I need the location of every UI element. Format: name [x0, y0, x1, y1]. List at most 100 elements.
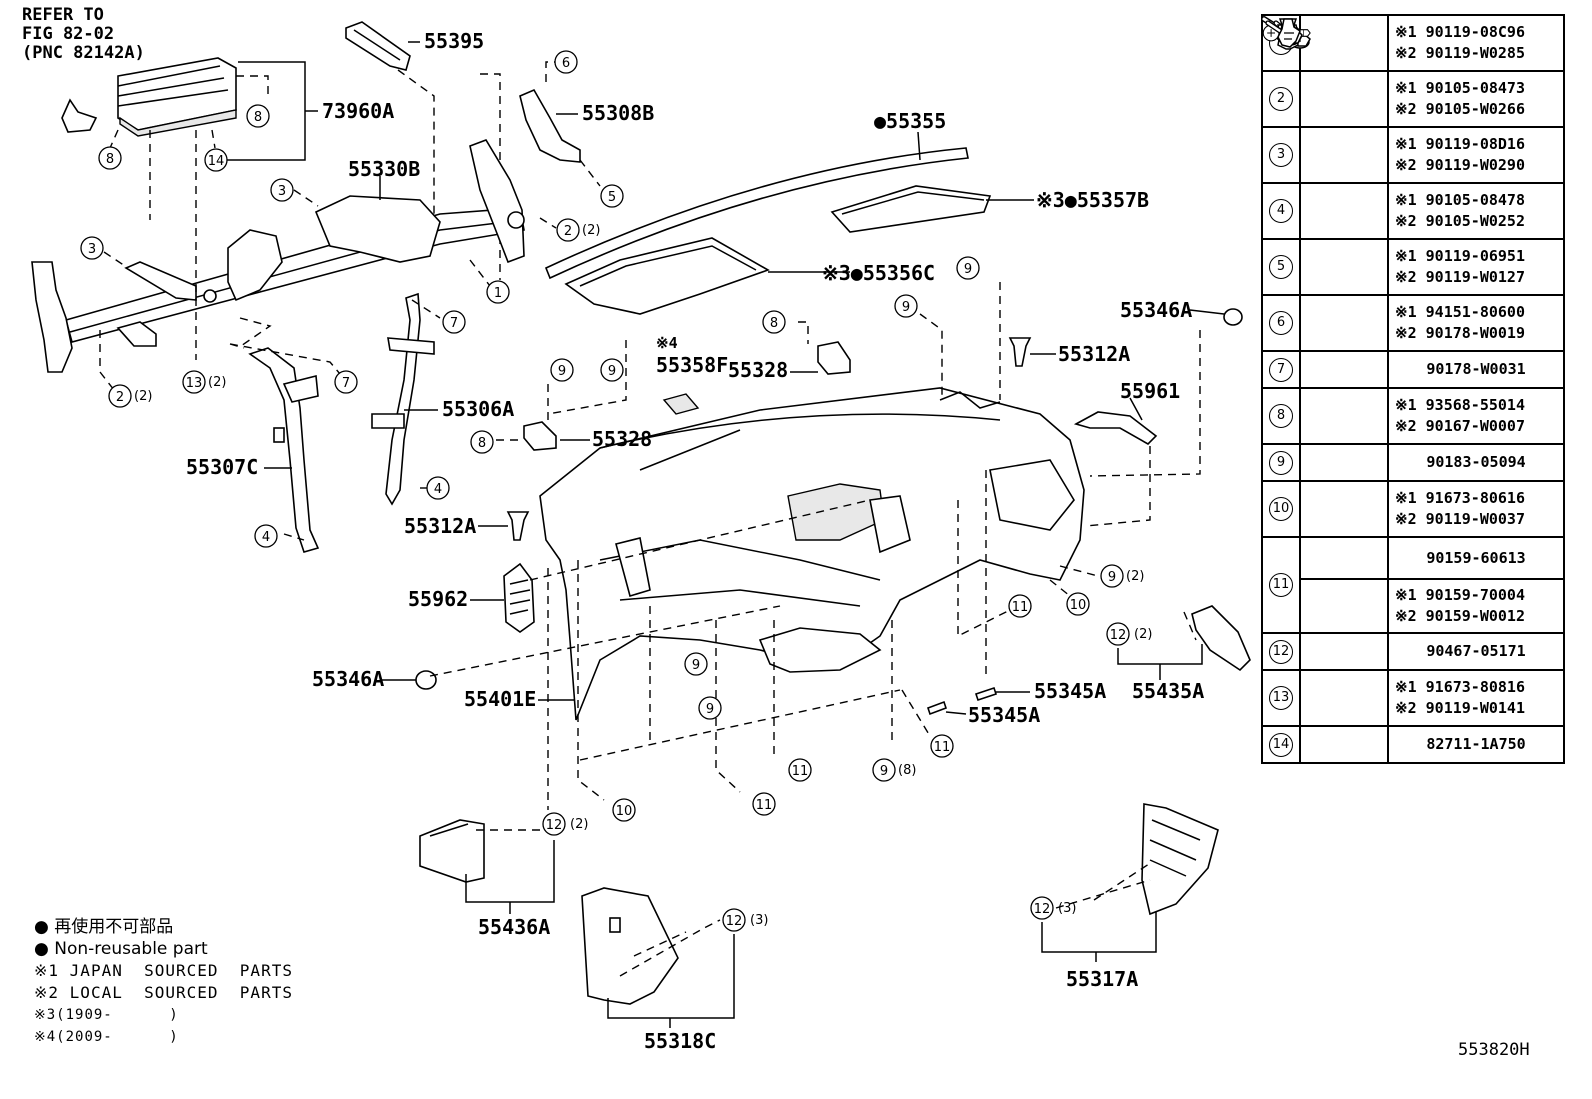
callout-8: 8 [98, 146, 122, 170]
table-row: 5※1 90119-06951※2 90119-W0127 [1261, 20, 1565, 296]
callout-12: 12 [542, 812, 566, 836]
qty-2-f: (2) [570, 817, 588, 832]
svg-text:9: 9 [706, 702, 714, 717]
legend-nonreusable-jp: ● 再使用不可部品 [34, 917, 174, 937]
bracket-55328-lower[interactable] [523, 421, 557, 451]
callout-6: 6 [554, 50, 578, 74]
clip-55312A-left[interactable] [506, 511, 530, 541]
label-55401E: 55401E [464, 687, 536, 711]
side-panel-55436A[interactable] [419, 819, 485, 883]
brace-55307C[interactable] [248, 347, 320, 553]
nut-icon [1275, 22, 1389, 389]
callout-2: 2 [556, 218, 580, 242]
label-55346A-left: 55346A [312, 667, 384, 691]
svg-text:11: 11 [756, 798, 773, 813]
long-bolt-icon [1262, 16, 1389, 128]
ref-line-2: FIG 82-02 [22, 24, 115, 44]
part-code: ※1 90119-08D16※2 90119-W0290 [1387, 126, 1565, 184]
callout-11: 11 [752, 792, 776, 816]
table-row: 6 ※1 94151-80600※2 90178-W0019 [1261, 22, 1565, 352]
clip-55345A-a[interactable] [974, 686, 998, 702]
row-number: 13 [1261, 669, 1301, 727]
part-code: ※1 90105-08478※2 90105-W0252 [1387, 182, 1565, 240]
hole-cover-55346A-left[interactable] [415, 670, 437, 690]
vent-55962[interactable] [503, 562, 535, 633]
instrument-panel-55401E[interactable] [539, 387, 1085, 721]
svg-text:3: 3 [88, 242, 96, 257]
label-55306A: 55306A [442, 397, 514, 421]
label-55312A-right: 55312A [1058, 342, 1130, 366]
bracket-55328-upper[interactable] [817, 341, 851, 375]
svg-text:8: 8 [770, 316, 778, 331]
pad-55357B[interactable] [830, 185, 992, 233]
table-row: 2 ※1 90105-08473※2 90105-W0266 [1261, 16, 1565, 128]
svg-text:6: 6 [562, 56, 570, 71]
duct-55961[interactable] [1073, 411, 1158, 445]
callout-13: 13 [182, 370, 206, 394]
clip-nut-icon [1277, 24, 1389, 482]
brace-55306A[interactable] [371, 292, 435, 506]
side-panel-55435A[interactable] [1191, 605, 1251, 672]
ref-line-3: (PNC 82142A) [22, 43, 145, 63]
part-code: ※1 90159-70004※2 90159-W0012 [1387, 578, 1565, 634]
row-number: 12 [1261, 632, 1301, 671]
svg-text:8: 8 [106, 152, 114, 167]
legend-nonreusable-en: ● Non-reusable part [34, 939, 208, 959]
qty-2-d: (2) [1126, 569, 1144, 584]
callout-11: 11 [930, 734, 954, 758]
upper-pad-55355[interactable] [544, 147, 969, 280]
label-55330B: 55330B [348, 157, 420, 181]
table-row: ※1 90159-70004※2 90159-W0012 [1262, 24, 1565, 634]
svg-text:7: 7 [450, 316, 458, 331]
callout-8: 8 [470, 430, 494, 454]
callout-8: 8 [246, 104, 270, 128]
short-bolt-icon [1273, 20, 1389, 240]
legend-note-1: ※1 JAPAN SOURCED PARTS [34, 961, 293, 980]
svg-text:9: 9 [1108, 570, 1116, 585]
label-55328-upper: 55328 [728, 358, 788, 382]
row-number: 8 [1261, 387, 1301, 445]
airbag-computer-73960A[interactable] [117, 57, 237, 137]
bracket-55395[interactable] [345, 21, 411, 71]
clip-55312A-right[interactable] [1008, 337, 1032, 367]
note-55358F: ※4 [656, 334, 678, 352]
reference-note: REFER TO FIG 82-02 (PNC 82142A) [22, 6, 145, 63]
callout-11: 11 [788, 758, 812, 782]
part-code: ※1 90105-08473※2 90105-W0266 [1387, 70, 1565, 128]
qty-3-b: (3) [1058, 901, 1076, 916]
row-number: 9 [1261, 443, 1301, 482]
callout-11: 11 [1008, 594, 1032, 618]
label-55312A-left: 55312A [404, 514, 476, 538]
connector-bracket [61, 98, 98, 133]
clip-55345A-b[interactable] [926, 700, 948, 716]
flange-bolt-icon [1265, 20, 1389, 538]
callout-4: 4 [426, 476, 450, 500]
flange-bolt-icon [1265, 20, 1389, 184]
callout-3: 3 [80, 236, 104, 260]
part-code: ※1 94151-80600※2 90178-W0019 [1387, 294, 1565, 352]
qty-3-a: (3) [750, 913, 768, 928]
cover-55318C[interactable] [581, 887, 679, 1005]
cover-55317A[interactable] [1141, 803, 1219, 916]
pad-55356C[interactable] [564, 237, 770, 315]
hole-cover-55346A-right[interactable] [1223, 308, 1243, 326]
callout-7: 7 [334, 370, 358, 394]
table-row: 10※1 91673-80616※2 90119-W0037 [1261, 20, 1565, 538]
callout-10: 10 [1066, 592, 1090, 616]
table-row: 3※1 90119-08D16※2 90119-W0290 [1261, 20, 1565, 184]
part-code: ※1 90119-08C96※2 90119-W0285 [1387, 14, 1565, 72]
hole-cover-55358F[interactable] [662, 393, 700, 415]
svg-text:12: 12 [1034, 902, 1051, 917]
svg-text:4: 4 [434, 482, 442, 497]
row-number: 2 [1261, 70, 1301, 128]
instrument-panel-reinforcement-55330B[interactable] [31, 139, 525, 373]
svg-text:10: 10 [616, 804, 633, 819]
row-number: 6 [1261, 294, 1301, 352]
bracket-55308B[interactable] [519, 88, 581, 163]
svg-text:14: 14 [208, 154, 225, 169]
label-55357B: ※3●55357B [1036, 188, 1149, 212]
legend-note-2: ※2 LOCAL SOURCED PARTS [34, 983, 293, 1002]
svg-text:8: 8 [254, 110, 262, 125]
